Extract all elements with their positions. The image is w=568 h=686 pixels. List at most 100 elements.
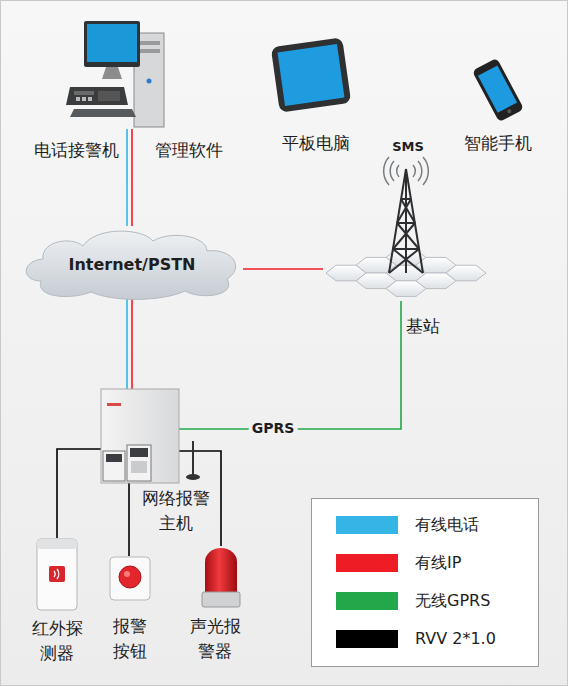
line-shape (397, 223, 419, 249)
circle-shape (119, 566, 141, 588)
legend-swatch (336, 592, 398, 610)
rect-shape (49, 566, 65, 582)
node-label: 声光报 警器 (186, 614, 244, 664)
line-shape (393, 248, 419, 250)
rect-shape (98, 91, 120, 101)
path-shape (397, 165, 399, 177)
rect-shape (278, 44, 345, 106)
circle-shape (507, 108, 512, 113)
rect-shape (88, 97, 92, 101)
connector-line (243, 268, 323, 270)
connector-line (179, 301, 401, 429)
host-icon (101, 389, 179, 483)
rect-shape (84, 21, 140, 67)
node-label: SMS (378, 134, 438, 159)
rect-shape (130, 448, 148, 457)
device-node: Internet/PSTN (21, 226, 243, 299)
line-shape (397, 199, 411, 223)
line-shape (393, 249, 423, 273)
device-node: 报警 按钮 (109, 556, 151, 601)
path-shape (413, 165, 415, 177)
line-shape (192, 441, 194, 475)
path-shape (26, 231, 235, 299)
node-label: 智能手机 (448, 131, 548, 156)
siren-icon (199, 546, 243, 608)
rect-shape (127, 445, 151, 481)
legend-swatch (336, 630, 398, 648)
rect-shape (106, 454, 122, 462)
device-node: 声光报 警器 (199, 546, 243, 608)
device-node: 电话接警机管理软件 (66, 21, 166, 129)
node-label: 基站 (393, 314, 453, 339)
device-node: SMS基站 (323, 161, 486, 301)
polygon-shape (446, 265, 486, 281)
path-shape (54, 569, 59, 579)
connector-line (126, 299, 128, 389)
rect-shape (76, 97, 80, 101)
ellipse-shape (186, 474, 200, 480)
node-label: Internet/PSTN (32, 252, 232, 277)
base-icon (323, 161, 486, 301)
rect-shape (202, 592, 240, 607)
path-shape (418, 161, 422, 181)
rect-shape (107, 403, 121, 406)
node-label: 报警 按钮 (108, 614, 152, 664)
node-label: 电话接警机 (26, 138, 126, 163)
rect-shape (37, 539, 77, 610)
rect-shape (472, 58, 524, 122)
path-shape (384, 157, 389, 185)
rect-shape (103, 451, 125, 481)
rect-shape (37, 539, 77, 549)
line-shape (389, 249, 419, 273)
node-label: 管理软件 (144, 138, 234, 163)
device-node: 红外探 测器 (36, 538, 78, 611)
node-label: 红外探 测器 (28, 616, 86, 666)
legend-box: 有线电话有线IP无线GPRSRVV 2*1.0 (311, 498, 539, 667)
connector-line (131, 129, 133, 226)
path-shape (205, 548, 237, 592)
device-node: 平板电脑 (269, 36, 353, 114)
rect-shape (138, 41, 160, 45)
edge-label: GPRS (249, 420, 298, 436)
polygon-shape (326, 265, 366, 281)
legend-swatch (336, 554, 398, 572)
line-shape (405, 169, 407, 273)
rect-shape (110, 557, 150, 600)
connector-line (131, 299, 133, 389)
device-node: 智能手机 (463, 61, 533, 119)
node-label: 网络报警 主机 (136, 486, 216, 536)
computer-icon (66, 21, 166, 129)
path-shape (423, 157, 428, 185)
tablet-icon (269, 36, 353, 114)
phone-icon (463, 61, 533, 119)
g-shape (472, 58, 524, 122)
rect-shape (478, 65, 517, 112)
polygon-shape (66, 87, 128, 105)
rect-shape (101, 389, 179, 483)
node-label: 平板电脑 (266, 131, 366, 156)
circle-shape (124, 571, 130, 577)
line-shape (397, 222, 415, 224)
path-shape (390, 161, 394, 181)
legend-text: 有线IP (415, 553, 461, 573)
rect-shape (87, 24, 137, 62)
detector-icon (36, 538, 78, 611)
connector-line (57, 449, 101, 538)
legend-text: 无线GPRS (415, 591, 490, 611)
circle-shape (147, 79, 152, 84)
rect-shape (131, 461, 147, 473)
g-shape (384, 157, 429, 185)
polygon-shape (102, 67, 122, 79)
device-node: 网络报警 主机 (101, 389, 179, 483)
legend-text: RVV 2*1.0 (415, 629, 496, 649)
button-icon (109, 556, 151, 601)
connector-line (128, 483, 130, 556)
g-shape (389, 169, 423, 273)
rect-shape (82, 97, 86, 101)
g-shape (271, 37, 351, 112)
rect-shape (74, 91, 94, 95)
legend-swatch (336, 516, 398, 534)
line-shape (393, 223, 415, 249)
connector-line (126, 129, 128, 226)
